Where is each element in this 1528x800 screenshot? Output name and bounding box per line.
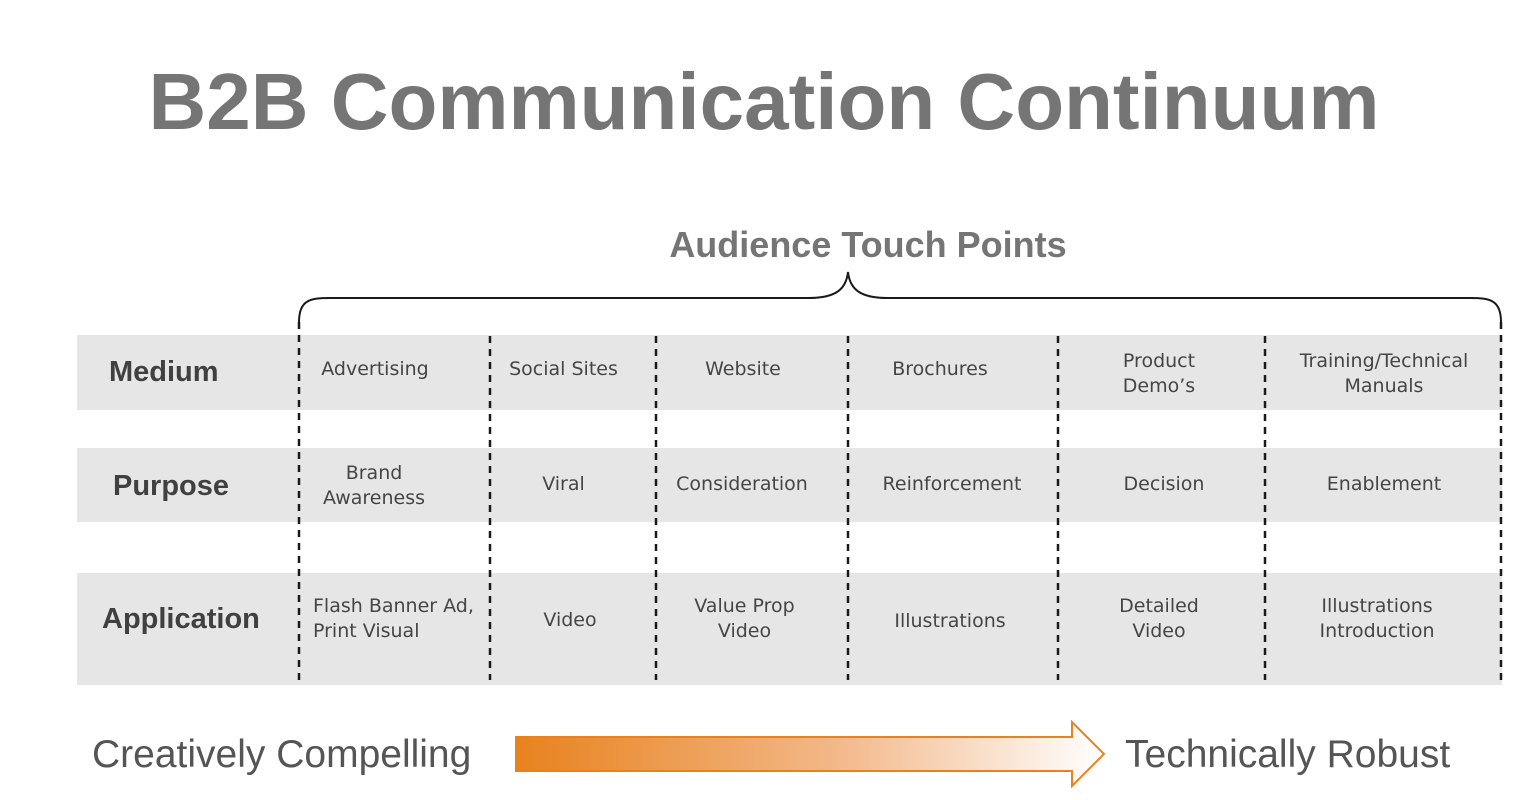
application-cell-video: Video — [543, 609, 597, 631]
continuum-arrow — [515, 719, 1106, 789]
touch-points-heading: Audience Touch Points — [669, 224, 1067, 265]
medium-cell-advertising: Advertising — [321, 358, 429, 380]
row-label-purpose: Purpose — [113, 470, 230, 502]
medium-cell-brochures: Brochures — [892, 358, 988, 380]
purpose-cell-viral: Viral — [542, 473, 585, 495]
page-title: B2B Communication Continuum — [148, 57, 1380, 146]
application-cell-illustrations: Illustrations — [894, 610, 1006, 632]
row-label-application: Application — [102, 603, 260, 635]
purpose-cell-reinforcement: Reinforcement — [882, 473, 1022, 495]
scale-left-label: Creatively Compelling — [92, 733, 472, 776]
purpose-cell-enablement: Enablement — [1326, 473, 1442, 495]
medium-cell-social-sites: Social Sites — [509, 358, 618, 380]
application-cell-flash-banner: Flash Banner Ad,Print Visual — [313, 595, 474, 642]
purpose-cell-consideration: Consideration — [676, 473, 808, 495]
curly-brace — [298, 271, 1502, 323]
row-label-medium: Medium — [109, 356, 219, 388]
medium-cell-website: Website — [705, 358, 781, 380]
purpose-cell-decision: Decision — [1123, 473, 1205, 495]
medium-band — [77, 335, 1502, 410]
scale-right-label: Technically Robust — [1125, 733, 1451, 776]
